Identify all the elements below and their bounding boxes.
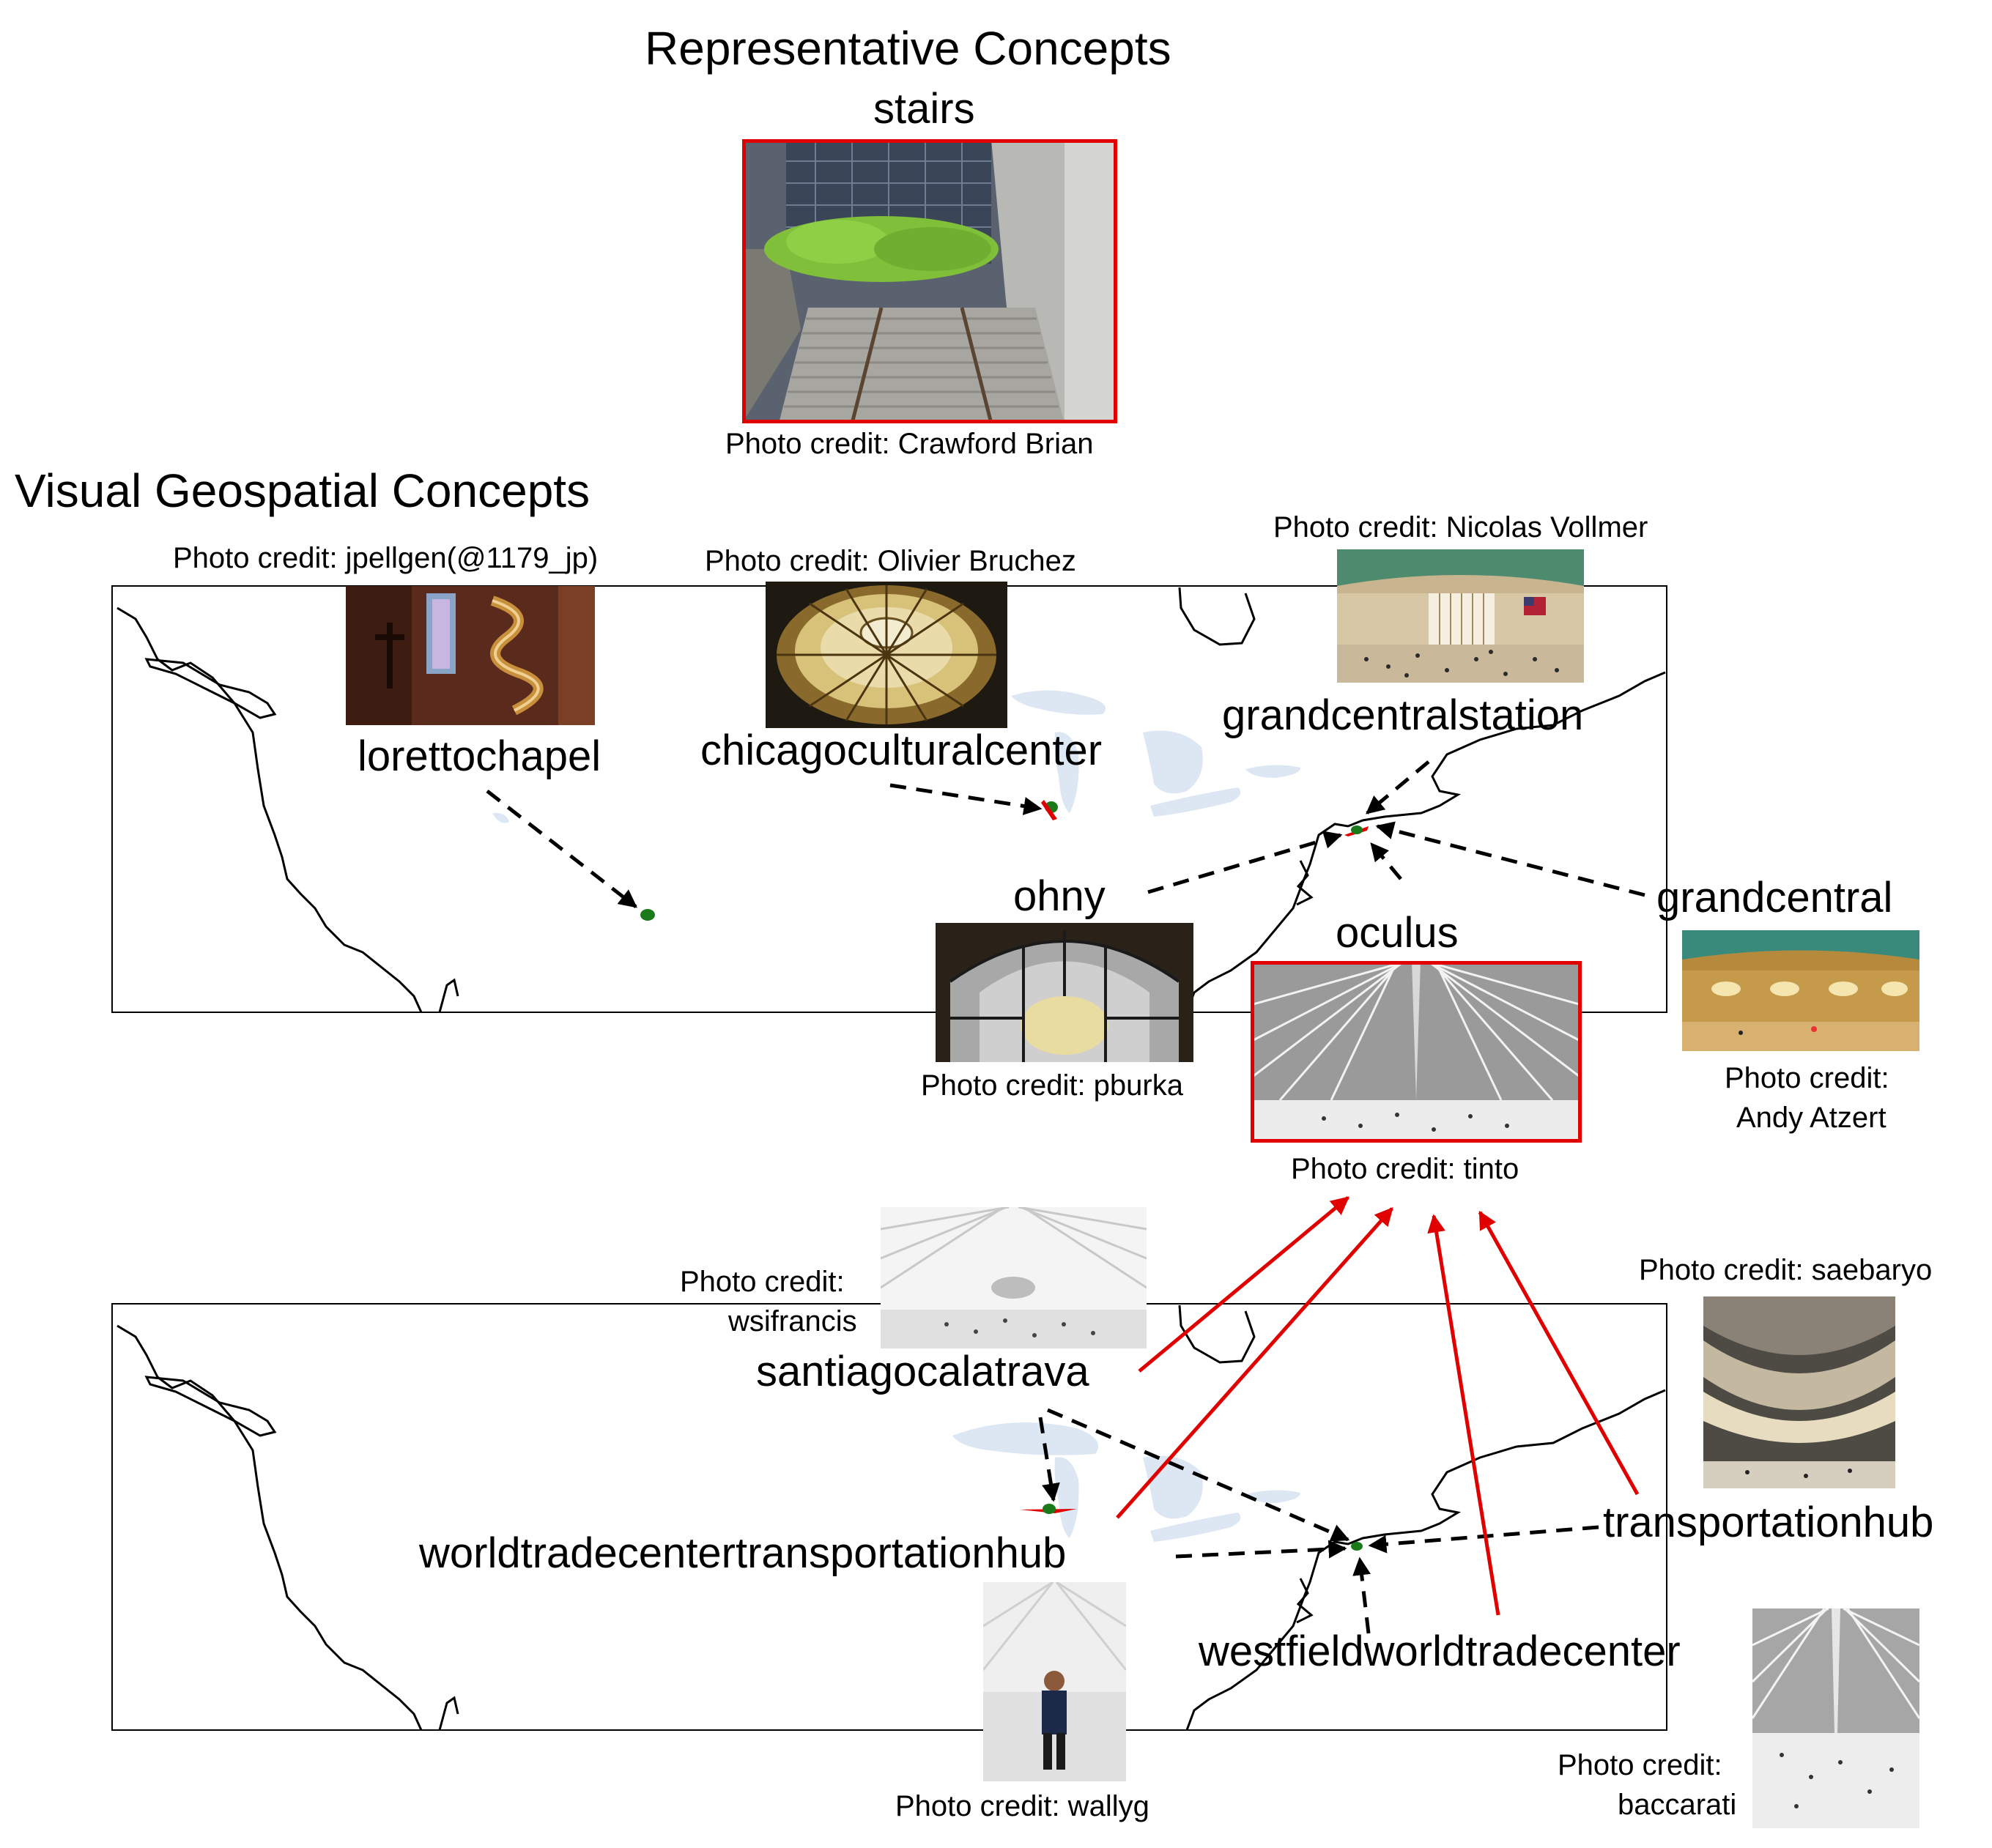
vancouver-island	[144, 658, 277, 719]
arrow-oculus-to-location	[1370, 842, 1402, 880]
photo-credit-oculus: Photo credit: tinto	[1291, 1153, 1519, 1185]
red-arrows	[1116, 1196, 1640, 1616]
photo-credit-lorettochapel: Photo credit: jpellgen(@1179_jp)	[173, 542, 599, 574]
photo-credit-stairs: Photo credit: Crawford Brian	[725, 428, 1094, 460]
red-arrow-santiagocalatrava-to-oculus	[1138, 1196, 1349, 1373]
arrow-ohny-to-location	[1147, 831, 1343, 894]
lake-michigan	[1054, 732, 1079, 813]
photo-grandcentral	[1682, 930, 1919, 1051]
lake-huron	[1143, 730, 1203, 794]
lake-superior	[1011, 690, 1106, 715]
photo-worldtradecentertransportationhub	[983, 1582, 1126, 1781]
lake-superior	[952, 1422, 1099, 1455]
photo-credit-ohny: Photo credit: pburka	[921, 1069, 1183, 1102]
arrow-westfieldwtc-to-location	[1352, 1556, 1371, 1634]
concept-label-lorettochapel: lorettochapel	[358, 732, 601, 780]
location-wedge-chicago	[1041, 800, 1057, 820]
vancouver-island	[144, 1376, 277, 1437]
arrow-grandcentral-to-location	[1375, 821, 1645, 897]
arrow-santiagocalatrava-to-nyc	[1047, 1408, 1350, 1542]
gulf-coast-fragment	[438, 978, 459, 1013]
east-coastline	[1185, 1389, 1666, 1731]
concept-label-grandcentral: grandcentral	[1656, 874, 1893, 921]
photo-credit-worldtradecentertransportationhub: Photo credit: wallyg	[895, 1790, 1149, 1822]
lake-erie	[1150, 787, 1241, 817]
photo-westfieldworldtradecenter	[1752, 1608, 1919, 1828]
photo-credit-westfieldworldtradecenter-line2: baccarati	[1618, 1789, 1737, 1821]
concept-label-santiagocalatrava: santiagocalatrava	[756, 1348, 1089, 1395]
lake-ontario	[1245, 1490, 1300, 1503]
dashed-arrows	[486, 760, 1645, 1634]
photo-credit-santiagocalatrava-line2: wsifrancis	[728, 1305, 857, 1337]
concept-label-westfieldworldtradecenter: westfieldworldtradecenter	[1199, 1628, 1681, 1675]
photo-credit-grandcentralstation: Photo credit: Nicolas Vollmer	[1273, 511, 1648, 543]
concept-label-stairs: stairs	[873, 85, 975, 133]
photo-credit-westfieldworldtradecenter-line1: Photo credit:	[1558, 1749, 1722, 1781]
location-dot-nyc-bottom	[1351, 1542, 1363, 1551]
heading-visual-geospatial-concepts: Visual Geospatial Concepts	[15, 464, 590, 517]
photo-grandcentralstation	[1337, 549, 1584, 683]
west-coastline	[116, 1324, 423, 1731]
arrow-grandcentralstation-to-location	[1366, 760, 1430, 814]
chesapeake	[1296, 860, 1314, 906]
photo-credit-santiagocalatrava-line1: Photo credit:	[680, 1266, 845, 1298]
photo-credit-grandcentral-line1: Photo credit:	[1725, 1062, 1889, 1094]
west-coastline	[116, 606, 423, 1013]
concept-label-transportationhub: transportationhub	[1603, 1499, 1934, 1546]
concept-label-ohny: ohny	[1013, 872, 1106, 920]
concept-label-worldtradecentertransportationhub: worldtradecentertransportationhub	[419, 1529, 1067, 1577]
lake-erie	[1150, 1513, 1241, 1542]
chesapeake	[1296, 1578, 1314, 1624]
concept-label-chicagoculturalcenter: chicagoculturalcenter	[700, 727, 1103, 774]
map-north-america-top	[111, 585, 1667, 1013]
red-arrow-westfieldwtc-to-oculus	[1427, 1214, 1500, 1616]
arrow-lorettochapel-to-location	[486, 790, 637, 908]
hudson-bay-shore	[1178, 1305, 1256, 1364]
east-coastline	[1185, 671, 1666, 1013]
arrow-santiagocalatrava-to-chicago	[1038, 1417, 1060, 1502]
photo-oculus	[1251, 961, 1582, 1143]
concept-label-grandcentralstation: grandcentralstation	[1222, 691, 1584, 739]
lake-michigan	[1054, 1457, 1079, 1538]
location-markers	[640, 800, 1369, 1551]
lake-ontario	[1245, 765, 1300, 778]
red-arrow-transportationhub-to-oculus	[1478, 1210, 1640, 1496]
location-dot-nyc	[1351, 825, 1363, 834]
photo-ohny	[936, 923, 1193, 1062]
concept-label-oculus: oculus	[1336, 909, 1459, 957]
red-arrow-wtctransportationhub-to-oculus	[1116, 1207, 1393, 1519]
location-dot-santa-fe	[640, 909, 655, 921]
photo-lorettochapel	[346, 586, 595, 725]
photo-credit-chicagoculturalcenter: Photo credit: Olivier Bruchez	[705, 545, 1076, 577]
photo-santiagocalatrava	[881, 1207, 1147, 1348]
great-lakes	[492, 690, 1300, 823]
photo-transportationhub	[1703, 1296, 1895, 1488]
photo-credit-transportationhub: Photo credit: saebaryo	[1639, 1254, 1933, 1286]
heading-representative-concepts: Representative Concepts	[645, 22, 1171, 75]
photo-stairs	[742, 139, 1117, 423]
photo-credit-grandcentral-line2: Andy Atzert	[1736, 1102, 1887, 1134]
arrow-wtctransportationhub-to-location	[1175, 1540, 1347, 1559]
hudson-bay-shore	[1178, 587, 1256, 646]
gulf-coast-fragment	[438, 1696, 459, 1731]
photo-chicagoculturalcenter	[766, 582, 1007, 728]
great-salt-lake	[492, 812, 509, 823]
location-dot-chicago-bottom	[1043, 1504, 1056, 1514]
